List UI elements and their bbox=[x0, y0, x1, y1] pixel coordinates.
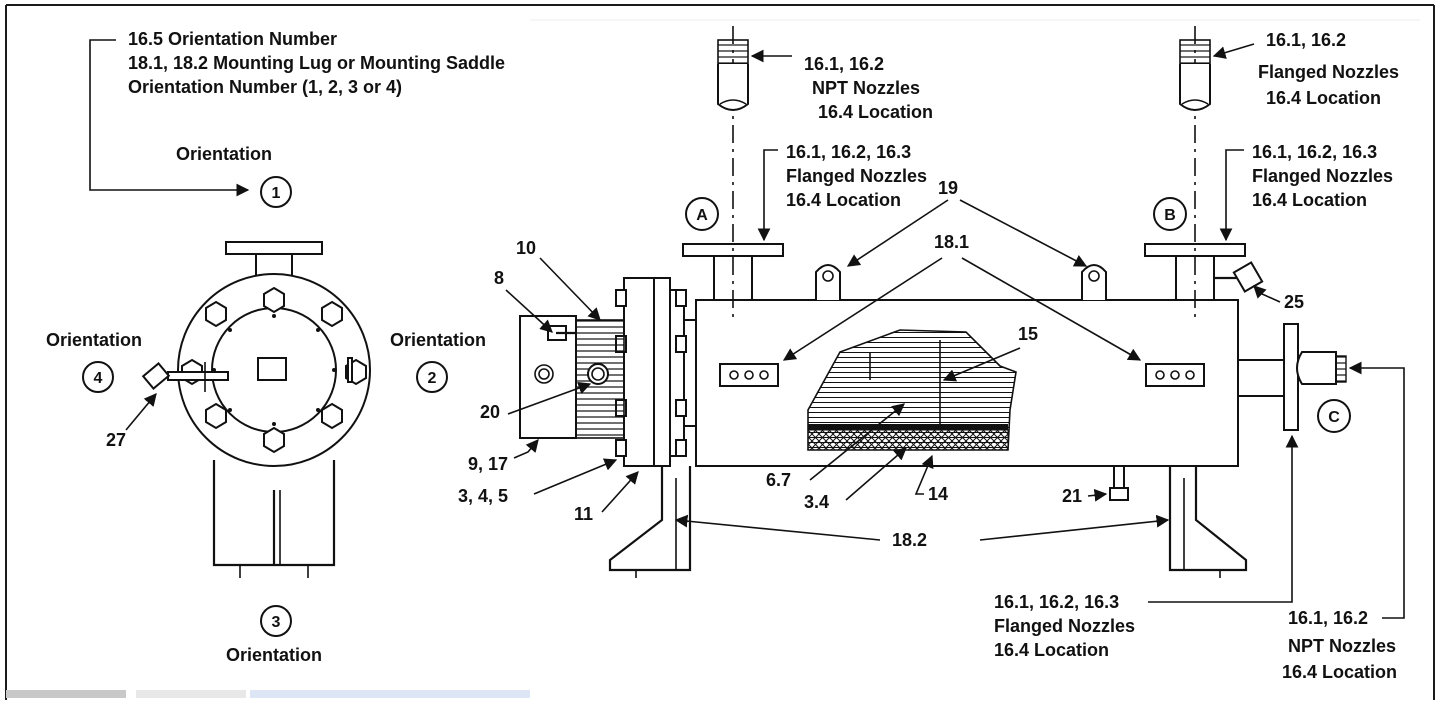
image-frame bbox=[5, 4, 1435, 700]
label-bottom-flange-2: Flanged Nozzles bbox=[994, 616, 1135, 636]
label-15: 15 bbox=[1018, 324, 1038, 344]
orientation-1-circle bbox=[260, 176, 292, 208]
orientation-3-circle bbox=[260, 605, 292, 637]
side-view: A B C bbox=[458, 26, 1405, 682]
label-10: 10 bbox=[516, 238, 536, 258]
label-b-nozzle-2: Flanged Nozzles bbox=[1258, 62, 1399, 82]
head-bolts bbox=[615, 289, 687, 457]
label-orientation-number: 16.5 Orientation Number bbox=[128, 29, 337, 49]
label-11: 11 bbox=[574, 504, 593, 524]
label-3-4-5: 3, 4, 5 bbox=[458, 486, 508, 506]
label-b-flange-3: 16.4 Location bbox=[1252, 190, 1367, 210]
lifting-lug-right bbox=[1081, 264, 1107, 300]
label-c-nozzle-3: 16.4 Location bbox=[1282, 662, 1397, 682]
label-orientation-1: Orientation bbox=[176, 144, 272, 164]
port-b-label: B bbox=[1164, 207, 1176, 224]
label-a-flange-3: 16.4 Location bbox=[786, 190, 901, 210]
label-14: 14 bbox=[928, 484, 948, 504]
nozzle-c-flange bbox=[1283, 323, 1299, 431]
drain-21 bbox=[1113, 465, 1125, 491]
label-c-nozzle-2: NPT Nozzles bbox=[1288, 636, 1396, 656]
label-18-1: 18.1 bbox=[934, 232, 969, 252]
head-flange-outer bbox=[623, 277, 655, 467]
label-orientation-options: Orientation Number (1, 2, 3 or 4) bbox=[128, 77, 402, 97]
label-25: 25 bbox=[1284, 292, 1304, 312]
label-orientation-3: Orientation bbox=[226, 645, 322, 665]
label-9-17: 9, 17 bbox=[468, 454, 508, 474]
orientation-2-number: 2 bbox=[428, 370, 437, 387]
label-bottom-flange-1: 16.1, 16.2, 16.3 bbox=[994, 592, 1119, 612]
label-a-nozzle-3: 16.4 Location bbox=[818, 102, 933, 122]
orientation-4-number: 4 bbox=[94, 370, 103, 387]
port-a-circle bbox=[685, 197, 719, 231]
orientation-1-number: 1 bbox=[272, 185, 281, 202]
label-18-2: 18.2 bbox=[892, 530, 927, 550]
orientation-2-circle bbox=[416, 361, 448, 393]
label-21: 21 bbox=[1062, 486, 1082, 506]
status-bar-segment bbox=[250, 690, 530, 698]
label-c-nozzle-1: 16.1, 16.2 bbox=[1288, 608, 1368, 628]
label-orientation-2: Orientation bbox=[390, 330, 486, 350]
label-3-4: 3.4 bbox=[804, 492, 829, 512]
mounting-lug-right bbox=[1145, 363, 1205, 387]
orientation-3-number: 3 bbox=[272, 614, 281, 631]
label-a-nozzle-2: NPT Nozzles bbox=[812, 78, 920, 98]
saddle-right bbox=[1168, 466, 1248, 572]
port-c-label: C bbox=[1328, 409, 1340, 426]
status-bar-segment bbox=[6, 690, 126, 698]
drain-valve bbox=[1232, 261, 1264, 293]
port-c-circle bbox=[1317, 399, 1351, 433]
label-a-flange-1: 16.1, 16.2, 16.3 bbox=[786, 142, 911, 162]
end-view: 16.5 Orientation Number 18.1, 18.2 Mount… bbox=[46, 29, 505, 665]
saddle-left bbox=[608, 466, 692, 572]
status-bar-segment bbox=[136, 690, 246, 698]
head-flange-inner bbox=[653, 277, 671, 467]
nozzle-c-neck bbox=[1237, 359, 1285, 397]
label-bottom-flange-3: 16.4 Location bbox=[994, 640, 1109, 660]
label-a-nozzle-1: 16.1, 16.2 bbox=[804, 54, 884, 74]
label-b-flange-1: 16.1, 16.2, 16.3 bbox=[1252, 142, 1377, 162]
label-mounting-lug: 18.1, 18.2 Mounting Lug or Mounting Sadd… bbox=[128, 53, 505, 73]
label-b-nozzle-3: 16.4 Location bbox=[1266, 88, 1381, 108]
label-a-flange-2: Flanged Nozzles bbox=[786, 166, 927, 186]
lifting-lug-left bbox=[815, 264, 841, 300]
label-8: 8 bbox=[494, 268, 504, 288]
label-19: 19 bbox=[938, 178, 958, 198]
label-20: 20 bbox=[480, 402, 500, 422]
orientation-4-circle bbox=[82, 361, 114, 393]
label-b-flange-2: Flanged Nozzles bbox=[1252, 166, 1393, 186]
npt-nozzle-a bbox=[717, 39, 749, 111]
label-27: 27 bbox=[106, 430, 126, 450]
label-orientation-4: Orientation bbox=[46, 330, 142, 350]
status-bar bbox=[6, 690, 530, 698]
flanged-nozzle-b bbox=[1179, 39, 1211, 111]
port-a-label: A bbox=[696, 207, 708, 224]
mounting-lug-left bbox=[719, 363, 779, 387]
label-6-7: 6.7 bbox=[766, 470, 791, 490]
port-b-circle bbox=[1153, 197, 1187, 231]
label-b-nozzle-1: 16.1, 16.2 bbox=[1266, 30, 1346, 50]
